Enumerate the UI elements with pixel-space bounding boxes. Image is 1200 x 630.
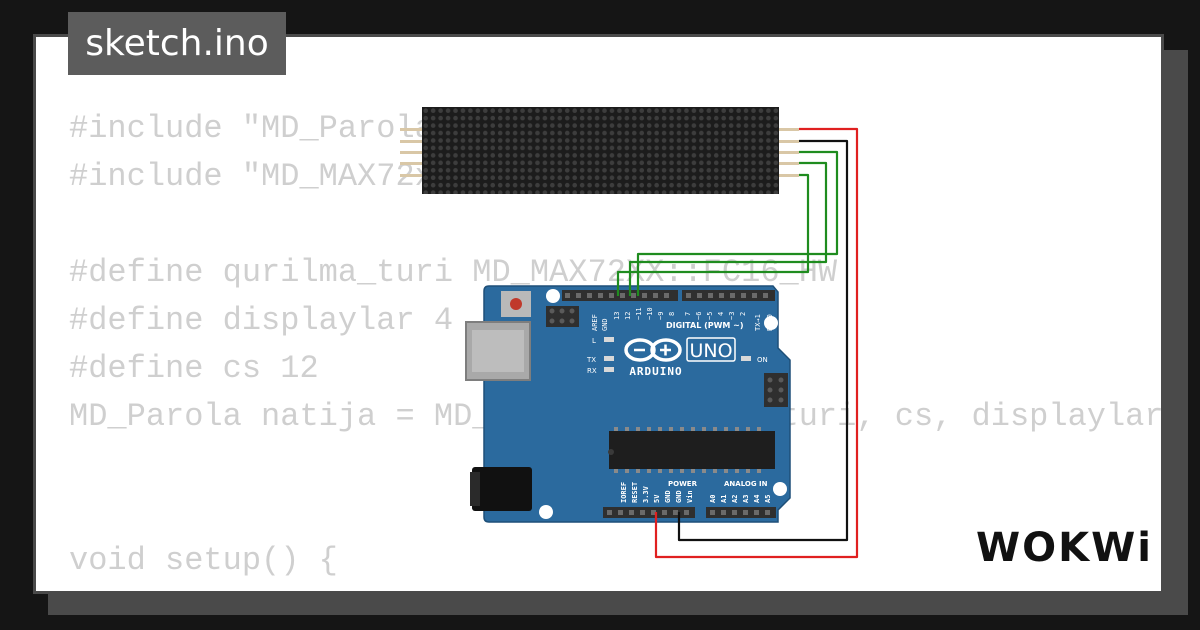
- mounting-hole: [773, 482, 787, 496]
- power-jack: [472, 467, 532, 511]
- code-line: natija.begin();: [69, 585, 1161, 591]
- led-label-l: L: [592, 337, 596, 345]
- pin-label: Vin: [686, 490, 694, 503]
- code-line: #define displaylar 4: [69, 302, 454, 339]
- icsp-header-2: [764, 373, 788, 407]
- pin-label: 13: [613, 312, 621, 320]
- analog-label: ANALOG IN: [724, 480, 768, 488]
- pin-label: A5: [764, 495, 772, 503]
- board-maker: ARDUINO: [629, 365, 682, 378]
- wire-din[interactable]: [636, 150, 839, 296]
- wire-gnd[interactable]: [677, 139, 849, 542]
- digital-header-pins: [565, 293, 768, 298]
- led-label-tx: TX: [586, 356, 596, 364]
- pin-label: ~6: [695, 312, 703, 320]
- pin-label: AREF: [591, 314, 599, 331]
- pin-label: ~5: [706, 312, 714, 320]
- led-matrix-left-pins: [400, 128, 424, 131]
- pin-label: TX→1: [754, 314, 762, 331]
- pin-label: GND: [664, 490, 672, 503]
- pin-label: 7: [684, 312, 692, 316]
- pin-label: GND: [601, 318, 609, 331]
- code-line: #define cs 12: [69, 350, 319, 387]
- pin-label: ~9: [657, 312, 665, 320]
- mounting-hole: [764, 316, 778, 330]
- bottom-header-pins: [607, 510, 770, 515]
- pin-label: 5V: [653, 494, 661, 503]
- code-line: void setup() {: [69, 542, 338, 579]
- led-label-rx: RX: [587, 367, 597, 375]
- chip-pins: [614, 427, 761, 473]
- pin-label: A4: [753, 495, 761, 503]
- arduino-logo-icon: [624, 338, 682, 362]
- pin-label: A3: [742, 495, 750, 503]
- wokwi-logo: WOKWi: [976, 525, 1153, 571]
- wire-clk[interactable]: [616, 173, 810, 296]
- file-tab[interactable]: sketch.ino: [68, 12, 286, 75]
- pin-label: ~11: [635, 307, 643, 320]
- arduino-uno-board[interactable]: AREF GND 13 12 ~11 ~10 ~9 8 7 ~6 ~5 4 ~3…: [465, 285, 791, 523]
- pin-label: ~3: [728, 312, 736, 320]
- mounting-hole: [539, 505, 553, 519]
- pin-label: 8: [668, 312, 676, 316]
- power-header: [603, 507, 776, 518]
- wire-cs[interactable]: [628, 161, 828, 296]
- pin-label: 12: [624, 312, 632, 320]
- power-pin-labels: IOREF RESET 3.3V 5V GND GND Vin: [620, 482, 694, 503]
- wire-vcc[interactable]: [654, 127, 859, 559]
- pin-label: RESET: [631, 482, 639, 503]
- top-pin-labels: AREF GND 13 12 ~11 ~10 ~9 8 7 ~6 ~5 4 ~3…: [591, 307, 774, 331]
- pin-label: IOREF: [620, 482, 628, 503]
- power-label: POWER: [668, 480, 698, 488]
- digital-label: DIGITAL (PWM ~): [666, 321, 744, 330]
- led-matrix-right-pins: [779, 128, 799, 131]
- led-label-on: ON: [757, 356, 768, 364]
- led-matrix[interactable]: [400, 107, 799, 194]
- pin-label: 3.3V: [642, 485, 650, 503]
- uno-badge: [686, 337, 736, 362]
- board-name: UNO: [689, 340, 732, 362]
- pin-label: 4: [717, 312, 725, 316]
- led-matrix-dots: [422, 107, 779, 194]
- analog-pin-labels: A0 A1 A2 A3 A4 A5: [709, 495, 772, 503]
- pin-label: A0: [709, 495, 717, 503]
- pin-label: RX←0: [766, 314, 774, 331]
- pin-label: A1: [720, 495, 728, 503]
- pin-label: 2: [739, 312, 747, 316]
- wires: [616, 127, 859, 559]
- pin-label: ~10: [646, 307, 654, 320]
- mounting-hole: [546, 289, 560, 303]
- pin-label: GND: [675, 490, 683, 503]
- status-leds: L TX RX ON: [586, 337, 768, 375]
- microcontroller-chip: [608, 431, 775, 469]
- icsp-header: [546, 306, 579, 327]
- pin-label: A2: [731, 495, 739, 503]
